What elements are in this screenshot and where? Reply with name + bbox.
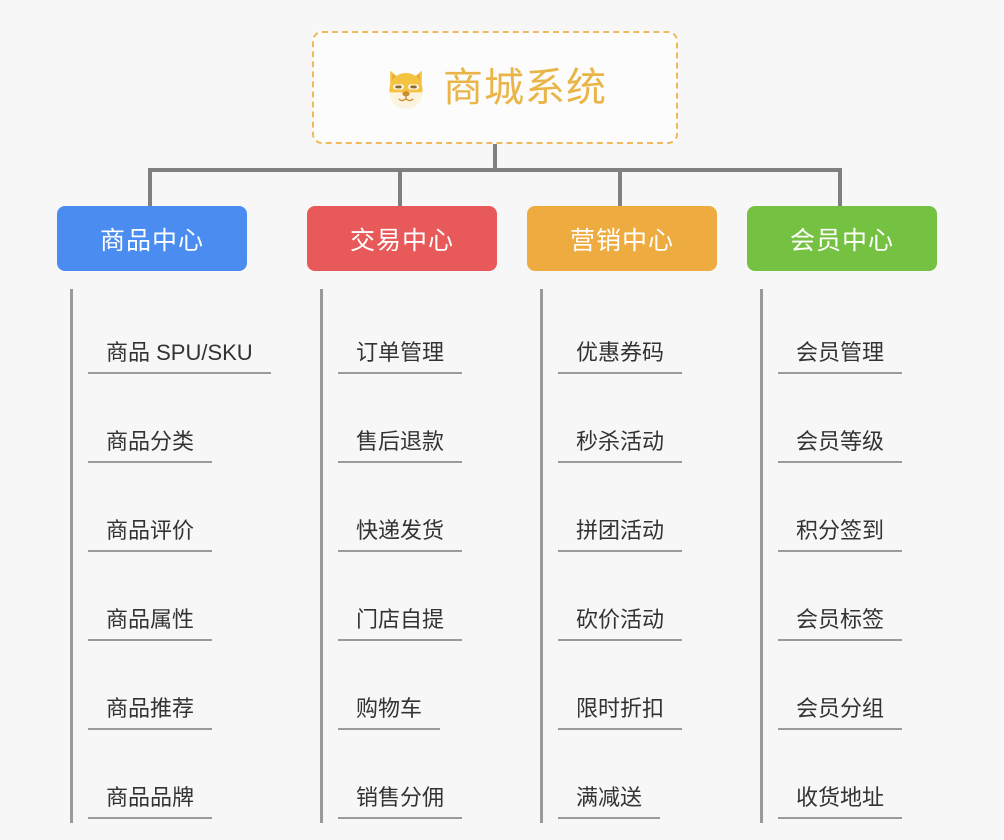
leaf-label: 秒杀活动 <box>558 429 683 463</box>
leaf-item[interactable]: 购物车 <box>323 645 497 734</box>
leaf-item[interactable]: 商品品牌 <box>73 734 247 823</box>
category-label-3: 营销中心 <box>569 226 674 255</box>
leaf-item[interactable]: 售后退款 <box>323 378 497 467</box>
leaf-item[interactable]: 优惠券码 <box>543 289 717 378</box>
category-label-2: 交易中心 <box>349 226 454 255</box>
category-column-4: 会员中心 会员管理 会员等级 积分签到 会员标签 会员分组 收货地址 <box>747 206 937 823</box>
category-column-3: 营销中心 优惠券码 秒杀活动 拼团活动 砍价活动 限时折扣 满减送 <box>527 206 717 823</box>
leaf-label: 商品推荐 <box>88 696 213 730</box>
leaf-label: 门店自提 <box>338 607 463 641</box>
category-label-4: 会员中心 <box>789 226 894 255</box>
category-header-1[interactable]: 商品中心 <box>57 206 247 271</box>
category-header-2[interactable]: 交易中心 <box>307 206 497 271</box>
leaf-label: 售后退款 <box>338 429 463 463</box>
leaf-item[interactable]: 积分签到 <box>763 467 937 556</box>
leaf-label: 优惠券码 <box>558 340 683 374</box>
category-header-3[interactable]: 营销中心 <box>527 206 717 271</box>
leaf-list-4: 会员管理 会员等级 积分签到 会员标签 会员分组 收货地址 <box>760 289 937 823</box>
leaf-label: 限时折扣 <box>558 696 683 730</box>
leaf-label: 砍价活动 <box>558 607 683 641</box>
leaf-label: 快递发货 <box>338 518 463 552</box>
root-node[interactable]: 商城系统 <box>312 31 678 144</box>
dog-face-icon <box>383 65 429 111</box>
leaf-item[interactable]: 砍价活动 <box>543 556 717 645</box>
connector-root-stem <box>493 144 497 170</box>
leaf-label: 商品 SPU/SKU <box>88 340 271 374</box>
leaf-item[interactable]: 商品属性 <box>73 556 247 645</box>
leaf-label: 商品分类 <box>88 429 213 463</box>
leaf-list-3: 优惠券码 秒杀活动 拼团活动 砍价活动 限时折扣 满减送 <box>540 289 717 823</box>
leaf-item[interactable]: 满减送 <box>543 734 717 823</box>
leaf-label: 积分签到 <box>778 518 903 552</box>
leaf-item[interactable]: 订单管理 <box>323 289 497 378</box>
leaf-item[interactable]: 门店自提 <box>323 556 497 645</box>
leaf-label: 拼团活动 <box>558 518 683 552</box>
leaf-label: 会员管理 <box>778 340 903 374</box>
connector-drop-2 <box>398 168 402 208</box>
leaf-label: 会员等级 <box>778 429 903 463</box>
leaf-label: 会员分组 <box>778 696 903 730</box>
connector-drop-3 <box>618 168 622 208</box>
connector-drop-1 <box>148 168 152 208</box>
leaf-item[interactable]: 商品分类 <box>73 378 247 467</box>
leaf-label: 销售分佣 <box>338 785 463 819</box>
leaf-item[interactable]: 拼团活动 <box>543 467 717 556</box>
category-column-1: 商品中心 商品 SPU/SKU 商品分类 商品评价 商品属性 商品推荐 商品品牌 <box>57 206 271 823</box>
leaf-item[interactable]: 限时折扣 <box>543 645 717 734</box>
leaf-item[interactable]: 会员标签 <box>763 556 937 645</box>
leaf-item[interactable]: 销售分佣 <box>323 734 497 823</box>
leaf-list-1: 商品 SPU/SKU 商品分类 商品评价 商品属性 商品推荐 商品品牌 <box>70 289 271 823</box>
category-label-1: 商品中心 <box>99 226 204 255</box>
leaf-item[interactable]: 收货地址 <box>763 734 937 823</box>
root-title: 商城系统 <box>443 65 607 110</box>
leaf-label: 商品属性 <box>88 607 213 641</box>
category-column-2: 交易中心 订单管理 售后退款 快递发货 门店自提 购物车 销售分佣 <box>307 206 497 823</box>
leaf-item[interactable]: 商品评价 <box>73 467 247 556</box>
leaf-item[interactable]: 商品 SPU/SKU <box>73 289 271 378</box>
leaf-label: 订单管理 <box>338 340 463 374</box>
leaf-item[interactable]: 快递发货 <box>323 467 497 556</box>
leaf-list-2: 订单管理 售后退款 快递发货 门店自提 购物车 销售分佣 <box>320 289 497 823</box>
category-header-4[interactable]: 会员中心 <box>747 206 937 271</box>
leaf-item[interactable]: 会员管理 <box>763 289 937 378</box>
leaf-label: 购物车 <box>338 696 441 730</box>
leaf-label: 商品评价 <box>88 518 213 552</box>
leaf-label: 商品品牌 <box>88 785 213 819</box>
leaf-item[interactable]: 会员分组 <box>763 645 937 734</box>
leaf-label: 满减送 <box>558 785 661 819</box>
connector-drop-4 <box>838 168 842 208</box>
leaf-item[interactable]: 会员等级 <box>763 378 937 467</box>
connector-bus-bar <box>148 168 842 172</box>
leaf-label: 会员标签 <box>778 607 903 641</box>
leaf-item[interactable]: 秒杀活动 <box>543 378 717 467</box>
leaf-label: 收货地址 <box>778 785 903 819</box>
leaf-item[interactable]: 商品推荐 <box>73 645 247 734</box>
